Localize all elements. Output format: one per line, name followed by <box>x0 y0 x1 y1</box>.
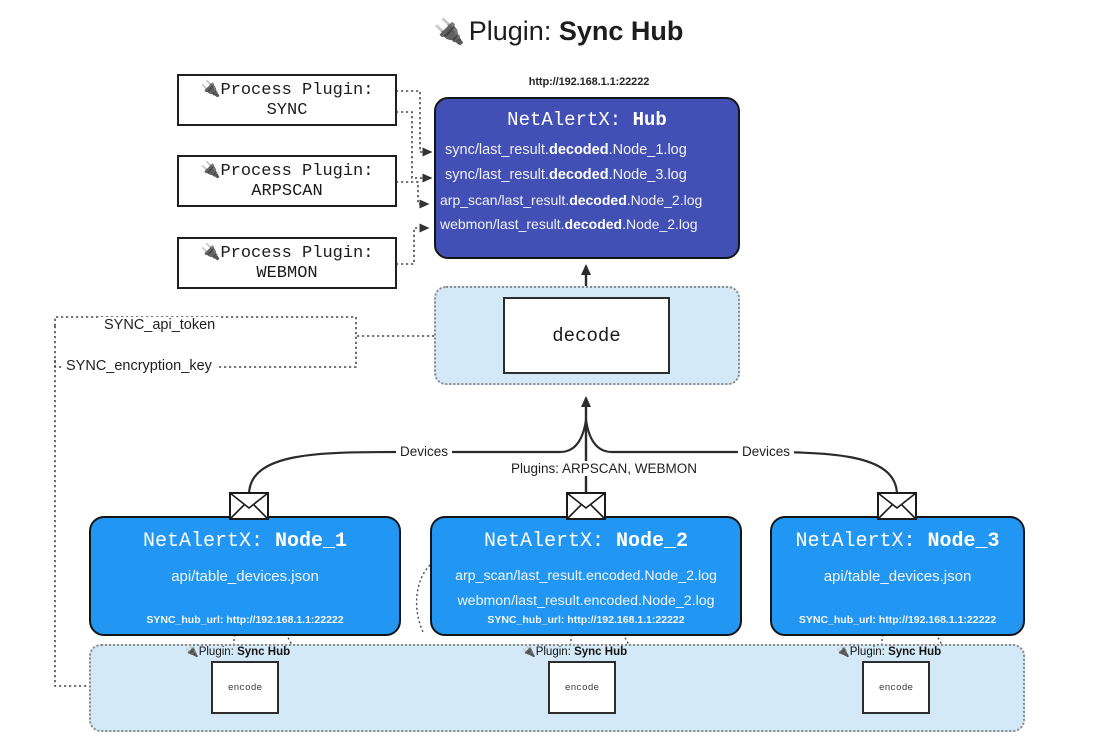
process-plugin-name: SYNC <box>266 100 308 120</box>
plug-icon: 🔌 <box>433 18 465 46</box>
node-app-label: NetAlertX: <box>483 530 604 553</box>
plug-icon: 🔌 <box>200 79 221 99</box>
process-plugin-arpscan[interactable]: 🔌Process Plugin: ARPSCAN <box>177 155 397 207</box>
encode-box[interactable]: encode <box>548 661 616 714</box>
node-box-node-2[interactable]: NetAlertX: Node_2 arp_scan/last_result.e… <box>430 516 742 636</box>
plug-icon: 🔌 <box>185 646 199 658</box>
process-plugin-name: WEBMON <box>256 263 318 283</box>
node-box-node-3[interactable]: NetAlertX: Node_3 api/table_devices.json… <box>770 516 1025 636</box>
hub-log-line: arp_scan/last_result.decoded.Node_2.log <box>440 191 703 208</box>
encode-plugin-label: 🔌Plugin: Sync Hub <box>522 646 628 658</box>
process-plugin-webmon[interactable]: 🔌Process Plugin: WEBMON <box>177 237 397 289</box>
plugins-label-center: Plugins: ARPSCAN, WEBMON <box>507 461 702 476</box>
envelope-icon <box>877 492 917 520</box>
page-title: 🔌Plugin: Sync Hub <box>0 16 1117 47</box>
hub-name-label: Hub <box>632 109 667 131</box>
plug-icon: 🔌 <box>200 160 221 180</box>
decode-box[interactable]: decode <box>503 297 670 374</box>
hub-app-label: NetAlertX: <box>507 109 622 131</box>
hub-log-line: webmon/last_result.decoded.Node_2.log <box>440 215 698 232</box>
node-hub-url: SYNC_hub_url: http://192.168.1.1:22222 <box>487 614 685 626</box>
node-app-label: NetAlertX: <box>142 530 263 553</box>
node-app-label: NetAlertX: <box>795 530 916 553</box>
node-line: api/table_devices.json <box>823 568 972 585</box>
node-line: webmon/last_result.encoded.Node_2.log <box>457 593 715 610</box>
plug-icon: 🔌 <box>836 646 850 658</box>
hub-url-label: http://192.168.1.1:22222 <box>528 76 650 88</box>
node-hub-url: SYNC_hub_url: http://192.168.1.1:22222 <box>798 614 997 626</box>
node-name-label: Node_1 <box>275 530 348 553</box>
encode-plugin-label: 🔌Plugin: Sync Hub <box>836 646 942 658</box>
devices-label-left: Devices <box>396 444 453 459</box>
envelope-icon <box>229 492 269 520</box>
process-plugin-prefix: Process Plugin: <box>220 81 374 101</box>
hub-log-line: sync/last_result.decoded.Node_3.log <box>445 166 687 183</box>
envelope-icon <box>566 492 606 520</box>
node-name-label: Node_2 <box>616 530 689 553</box>
title-name: Sync Hub <box>558 16 684 46</box>
encode-plugin-label: 🔌Plugin: Sync Hub <box>185 646 291 658</box>
node-hub-url: SYNC_hub_url: http://192.168.1.1:22222 <box>146 614 344 626</box>
sync-api-token-label: SYNC_api_token <box>100 317 220 333</box>
process-plugin-name: ARPSCAN <box>251 181 323 201</box>
encode-box[interactable]: encode <box>211 661 279 714</box>
hub-node[interactable]: NetAlertX: Hub sync/last_result.decoded.… <box>434 97 740 259</box>
node-name-label: Node_3 <box>927 530 1000 553</box>
encode-box[interactable]: encode <box>862 661 930 714</box>
sync-encryption-key-label: SYNC_encryption_key <box>62 358 216 374</box>
node-line: arp_scan/last_result.encoded.Node_2.log <box>455 568 717 584</box>
process-plugin-prefix: Process Plugin: <box>220 244 374 264</box>
process-plugin-prefix: Process Plugin: <box>220 162 374 182</box>
process-plugin-sync[interactable]: 🔌Process Plugin: SYNC <box>177 74 397 126</box>
plug-icon: 🔌 <box>522 646 536 658</box>
devices-label-right: Devices <box>738 444 795 459</box>
title-prefix: Plugin: <box>468 16 552 46</box>
hub-log-line: sync/last_result.decoded.Node_1.log <box>445 142 687 158</box>
node-box-node-1[interactable]: NetAlertX: Node_1 api/table_devices.json… <box>89 516 401 636</box>
plug-icon: 🔌 <box>200 242 221 262</box>
node-line: api/table_devices.json <box>171 568 319 585</box>
